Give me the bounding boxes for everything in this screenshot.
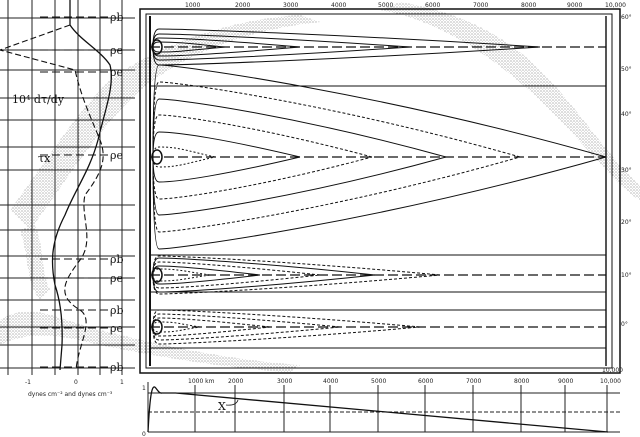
latitude-tick-label: 40° (621, 111, 632, 118)
latitude-tick-label: 0° (621, 321, 628, 328)
x-tick-label: 5000 (371, 378, 386, 385)
top-axis-tick-label: 1000 (185, 2, 200, 9)
top-axis-tick-label: 8000 (521, 2, 536, 9)
x-profile-curve (147, 386, 609, 433)
tau-x-curve (51, 0, 112, 371)
rho-label: ρe (110, 66, 123, 79)
transport-streamline (152, 255, 441, 295)
x-axis-label: dynes cm⁻² and dynes cm⁻³ (28, 391, 113, 398)
top-axis-tick-label: 3000 (283, 2, 298, 9)
rho-label: ρe (110, 272, 123, 285)
x-curve-label-leader (225, 399, 239, 406)
x-profile-panel: 1000 km 2000 3000 4000 5000 6000 7000 8000 9000 1… (142, 378, 621, 437)
stippled-coastline (0, 2, 640, 372)
x-tick-label: 1000 km (188, 378, 215, 385)
outer-frame (139, 8, 621, 374)
top-axis-tick-label: 5000 (378, 2, 393, 9)
x-tick-label: 10,000 (600, 378, 621, 385)
gyre-center (151, 149, 163, 165)
transport-streamline (152, 28, 541, 66)
latitude-tick-label: 30° (621, 167, 632, 174)
dtau-dy-label: 10⁴ dτ/dy (12, 93, 65, 106)
transport-streamline (152, 64, 607, 250)
rho-label: ρe (110, 149, 123, 162)
transport-streamline (152, 321, 201, 333)
gyre-center (151, 319, 163, 335)
x-tick-label: 4000 (323, 378, 338, 385)
tau-x-label: τx (38, 152, 51, 165)
dtau-dy-curve (0, 24, 104, 371)
x-tick-label: 6000 (418, 378, 433, 385)
latitude-tick-label: 50° (621, 66, 632, 73)
x-tick-label: 2000 (228, 378, 243, 385)
top-axis-tick-label: 9000 (567, 2, 582, 9)
latitude-tick-label: 60° (621, 14, 632, 21)
bottom-corner-label: 10,000 (602, 367, 623, 374)
rho-label: ρb (110, 304, 124, 317)
transport-streamline (152, 309, 421, 345)
wind-stress-panel: ρb ρe ρe ρe ρb ρe ρb ρe ρb 10⁴ dτ/dy τx -1 0 1 dynes c… (0, 0, 135, 398)
top-axis-tick-label: 7000 (473, 2, 488, 9)
latitude-tick-label: 20° (621, 219, 632, 226)
x-tick-label: 8000 (514, 378, 529, 385)
x-tick-label: -1 (25, 379, 31, 386)
x-tick-label: 3000 (277, 378, 292, 385)
y-tick-label: 1 (142, 385, 146, 392)
transport-streamline (152, 146, 216, 168)
inner-frame (145, 13, 613, 369)
rho-label: ρe (110, 44, 123, 57)
x-tick-label: 1 (120, 379, 124, 386)
top-axis-tick-label: 2000 (235, 2, 250, 9)
rho-label: ρb (110, 11, 124, 24)
top-axis-tick-label: 10,000 (605, 2, 626, 9)
rho-label: ρb (110, 361, 124, 374)
x-tick-label: 7000 (466, 378, 481, 385)
x-tick-label: 0 (74, 379, 78, 386)
latitude-tick-label: 10° (621, 272, 632, 279)
x-tick-label: 9000 (558, 378, 573, 385)
transport-streamline-panel: 1000 2000 3000 4000 5000 6000 7000 8000 9000 10,0… (139, 2, 632, 374)
rho-label: ρe (110, 322, 123, 335)
top-axis-tick-label: 6000 (425, 2, 440, 9)
rho-label: ρb (110, 253, 124, 266)
transport-streamline (152, 317, 271, 337)
gyre-center (151, 267, 163, 283)
top-axis-tick-label: 4000 (331, 2, 346, 9)
gyre-center (151, 39, 163, 55)
x-curve-label: X (218, 400, 226, 413)
y-tick-label: 0 (142, 431, 146, 437)
